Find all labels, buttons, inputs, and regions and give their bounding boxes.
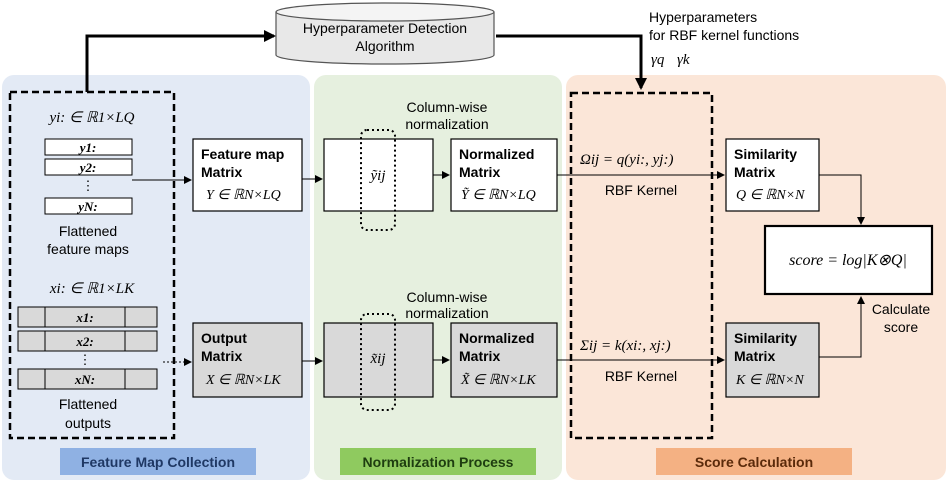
output-matrix-line1: Output: [201, 330, 247, 346]
x-normalized-line1: Normalized: [459, 330, 534, 346]
database-label-line2: Algorithm: [355, 38, 414, 54]
feature-panel-label: Feature Map Collection: [81, 454, 235, 470]
similarity-q-line1: Similarity: [734, 146, 797, 162]
similarity-matrix-q-box: Similarity Matrix Q ∈ ℝN×N: [725, 138, 820, 212]
normalization-process-panel: [314, 75, 562, 480]
hyperparameters-label-line2: for RBF kernel functions: [649, 27, 799, 43]
db-to-score-arrow: [496, 34, 647, 90]
normalization-panel-label: Normalization Process: [363, 454, 514, 470]
similarity-matrix-k-box: Similarity Matrix K ∈ ℝN×N: [725, 322, 820, 398]
similarity-k-line1: Similarity: [734, 330, 797, 346]
score-formula-box: score = log|K⊗Q|: [763, 224, 934, 296]
feature-column-highlight: [360, 129, 396, 231]
feature-collection-dashed-box: [8, 90, 176, 440]
score-panel-label: Score Calculation: [695, 454, 813, 470]
y-normalized-formula: Ỹ ∈ ℝN×LQ: [461, 186, 536, 203]
y-normalized-line2: Matrix: [459, 164, 500, 180]
x-row-definition: xi: ∈ ℝ1×LK: [49, 281, 135, 297]
column-wise-label-top-2: normalization: [405, 116, 488, 132]
flattened-output-rows: x1: x2: ⋮ xN:: [17, 306, 158, 390]
similarity-k-formula: K ∈ ℝN×N: [735, 373, 804, 388]
x-normalized-element: x̃ij: [370, 351, 386, 367]
similarity-q-line2: Matrix: [734, 164, 775, 180]
y-row-ellipsis: ⋮: [82, 178, 95, 193]
gamma-k-label: γk: [677, 52, 690, 68]
feature-map-matrix-box: Feature map Matrix Y ∈ ℝN×LQ: [192, 138, 303, 212]
feature-matrix-formula: Y ∈ ℝN×LQ: [206, 188, 281, 203]
omega-kernel-formula: Ωij = q(yi:, yj:): [580, 152, 673, 168]
output-norm-matrix-grid: x̃ij: [323, 313, 434, 411]
y-row-2: y2:: [78, 160, 97, 175]
flattened-outputs-caption-2: outputs: [65, 415, 111, 431]
hyperparameter-detection-database: Hyperparameter Detection Algorithm: [275, 2, 495, 65]
flattened-feature-map-rows: y1: y2: ⋮ yN:: [44, 138, 133, 215]
y-normalized-element: ỹij: [369, 168, 386, 184]
hyperparameters-label-line1: Hyperparameters: [649, 9, 757, 25]
column-wise-label-bottom-2: normalization: [405, 305, 488, 321]
output-column-highlight: [360, 313, 396, 411]
feature-map-collection-panel: [2, 75, 310, 480]
calculate-score-label-1: Calculate: [872, 301, 931, 317]
rbf-kernel-dashed-box: [569, 91, 714, 440]
calculate-score-label-2: score: [884, 319, 918, 335]
feature-panel-label-bg: [60, 448, 256, 475]
x-row-n: xN:: [74, 372, 95, 387]
output-matrix-formula: X ∈ ℝN×LK: [205, 373, 281, 388]
output-matrix-box: Output Matrix X ∈ ℝN×LK: [192, 322, 303, 398]
x-normalized-formula: X̃ ∈ ℝN×LK: [460, 372, 536, 388]
normalization-panel-label-bg: [340, 448, 536, 475]
rbf-kernel-label-top: RBF Kernel: [605, 182, 677, 198]
database-label-line1: Hyperparameter Detection: [303, 20, 467, 36]
flattened-outputs-caption-1: Flattened: [59, 396, 117, 412]
x-row-ellipsis: ⋮: [79, 352, 92, 367]
y-normalized-matrix-box: Normalized Matrix Ỹ ∈ ℝN×LQ: [450, 138, 558, 212]
flattened-feature-maps-caption-2: feature maps: [47, 241, 129, 257]
output-matrix-line2: Matrix: [201, 348, 242, 364]
collection-to-db-arrow: [85, 30, 276, 92]
y-row-n: yN:: [76, 199, 98, 214]
column-wise-label-top-1: Column-wise: [407, 99, 488, 115]
score-formula: score = log|K⊗Q|: [789, 252, 907, 269]
sigma-kernel-formula: Σij = k(xi:, xj:): [579, 338, 671, 354]
gamma-q-label: γq: [651, 52, 665, 68]
x-row-2: x2:: [75, 334, 93, 349]
y-row-1: y1:: [78, 140, 97, 155]
x-row-1: x1:: [75, 310, 93, 325]
score-calculation-panel: [566, 75, 946, 480]
y-row-definition: yi: ∈ ℝ1×LQ: [47, 110, 134, 126]
similarity-k-line2: Matrix: [734, 348, 775, 364]
feature-matrix-line2: Matrix: [201, 164, 242, 180]
similarity-q-formula: Q ∈ ℝN×N: [736, 188, 805, 203]
x-normalized-line2: Matrix: [459, 348, 500, 364]
feature-matrix-line1: Feature map: [201, 146, 284, 162]
similarity-k-to-score-arrow: [819, 296, 865, 358]
x-normalized-matrix-box: Normalized Matrix X̃ ∈ ℝN×LK: [450, 322, 558, 398]
similarity-q-to-score-arrow: [819, 174, 865, 225]
column-wise-label-bottom-1: Column-wise: [407, 289, 488, 305]
rbf-kernel-label-bottom: RBF Kernel: [605, 368, 677, 384]
flattened-feature-maps-caption-1: Flattened: [59, 223, 117, 239]
score-panel-label-bg: [656, 448, 852, 475]
y-normalized-line1: Normalized: [459, 146, 534, 162]
